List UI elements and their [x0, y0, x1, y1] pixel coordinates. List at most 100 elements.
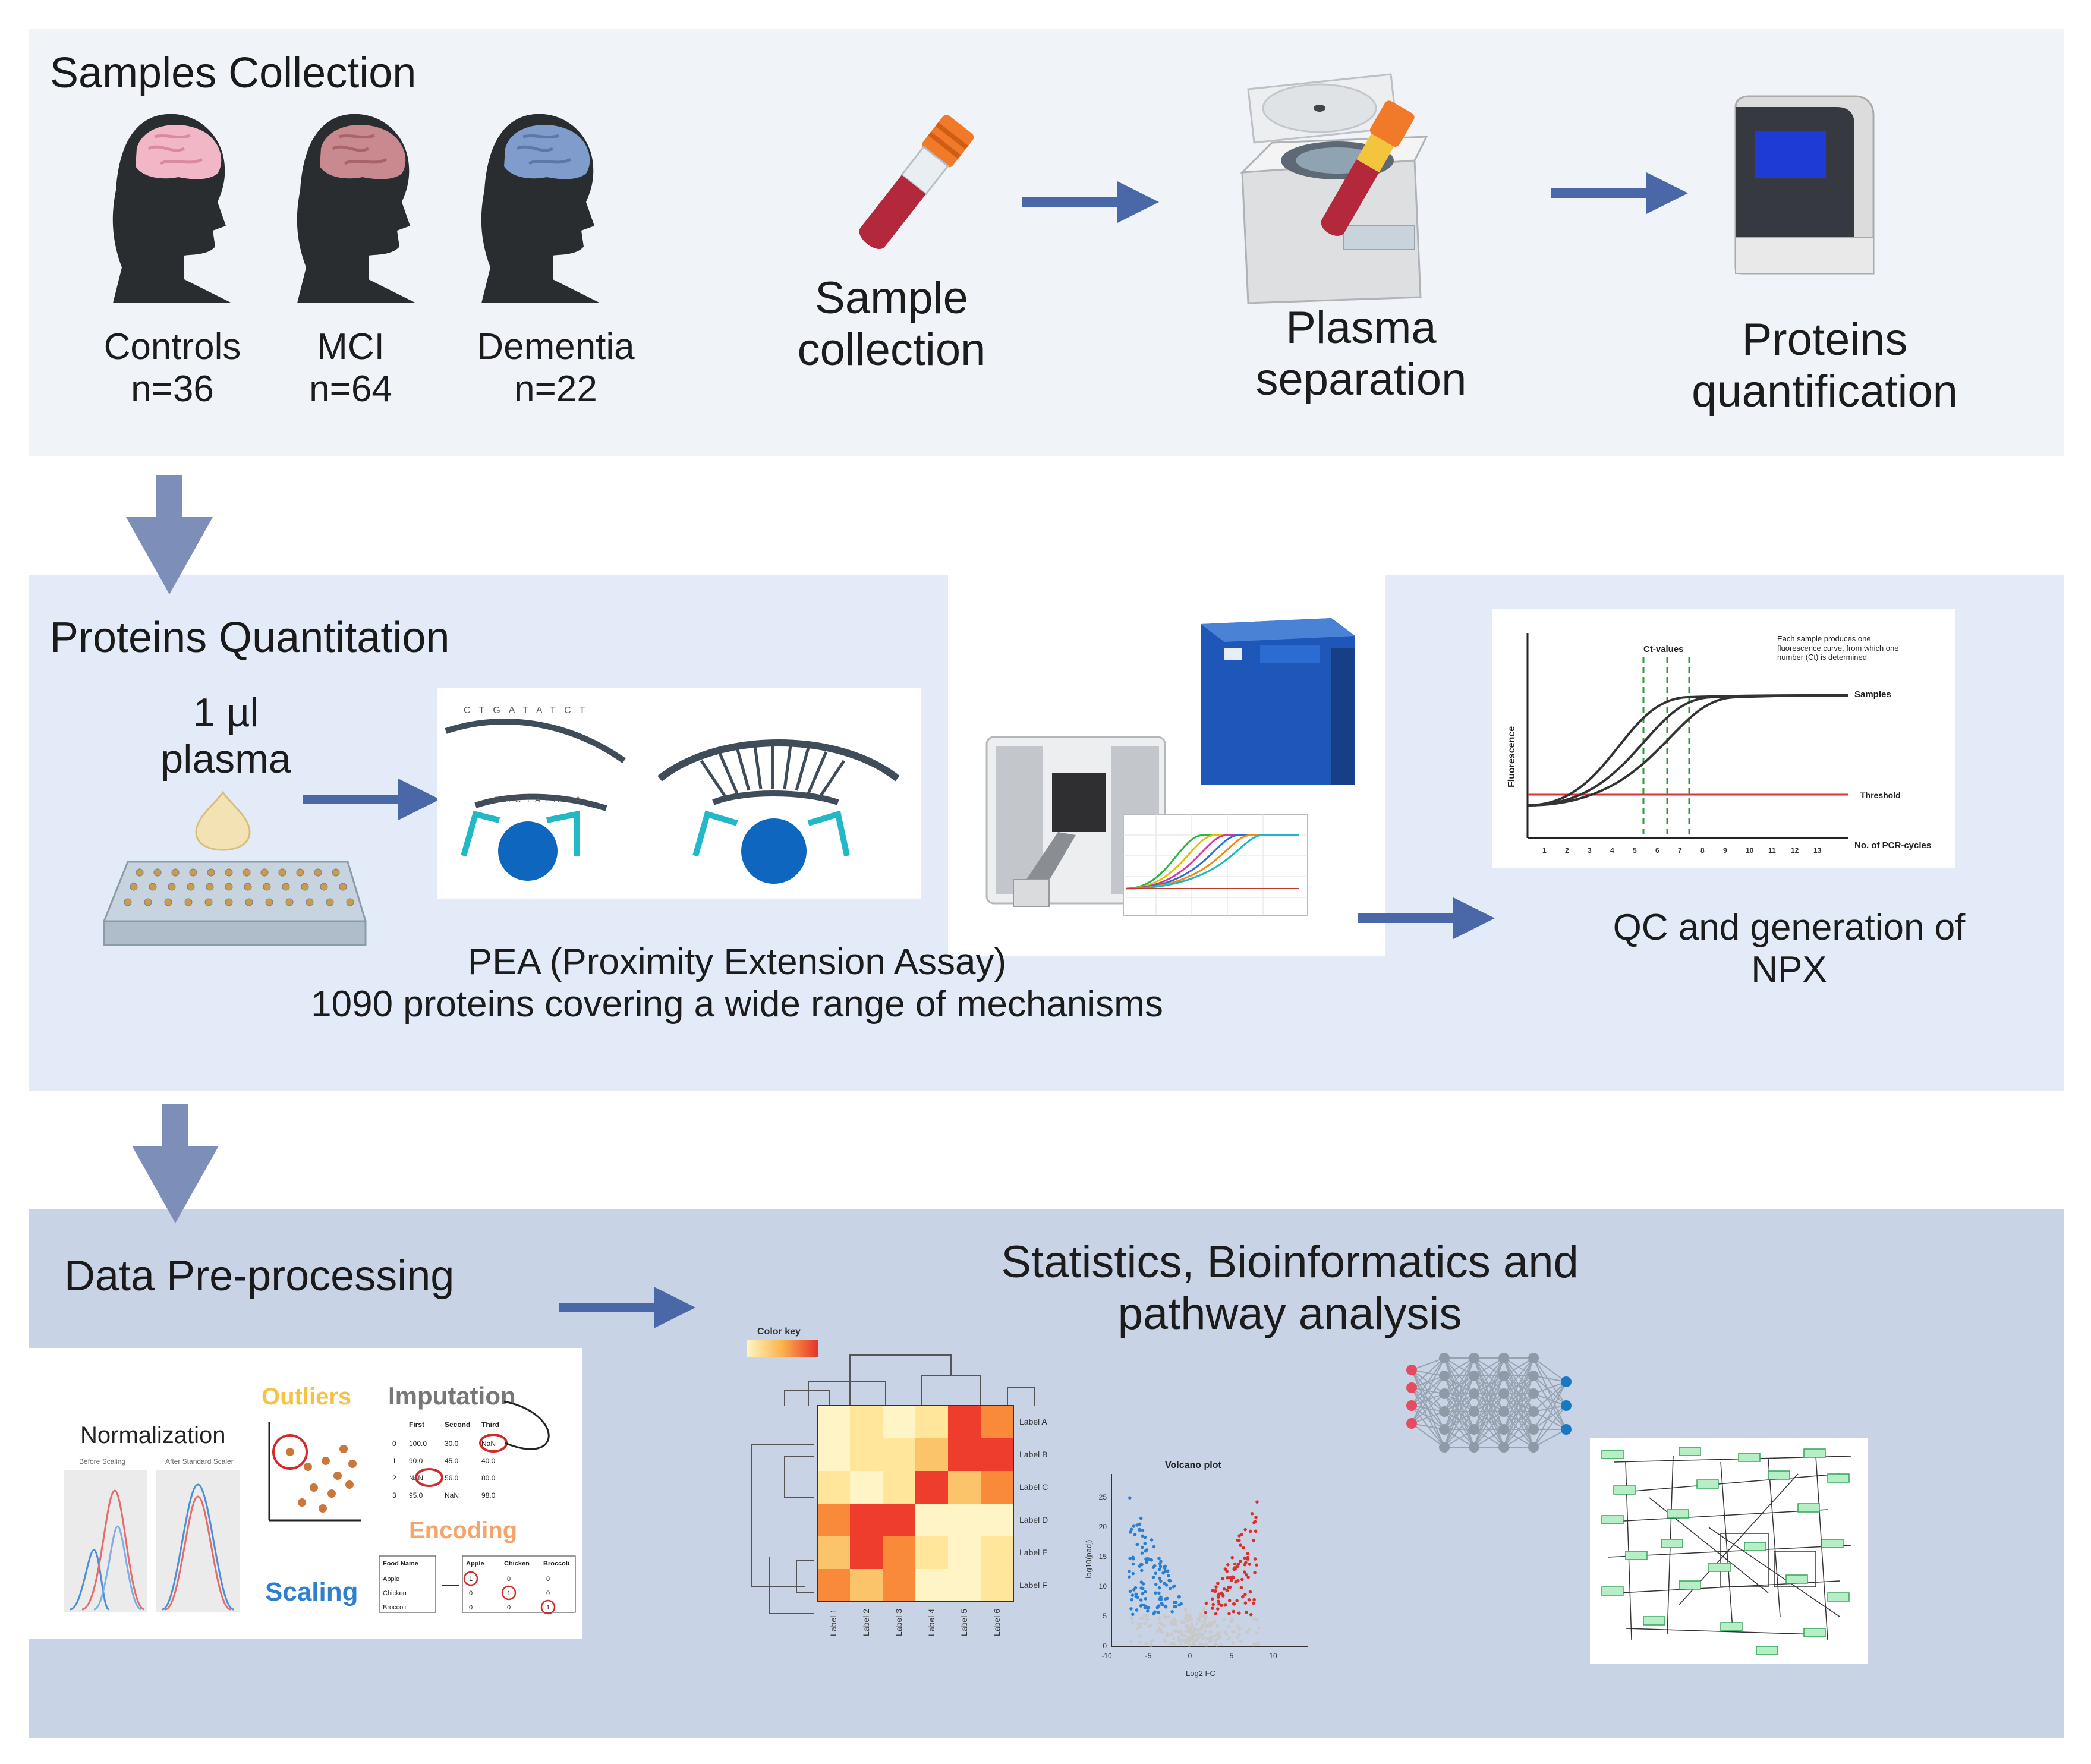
- nn-node: [1498, 1388, 1509, 1399]
- volcano-y-tick: 5: [1103, 1612, 1107, 1620]
- volcano-point: [1141, 1534, 1145, 1538]
- volcano-point: [1131, 1612, 1135, 1617]
- volcano-point: [1252, 1520, 1256, 1524]
- heatmap-cell: [883, 1471, 915, 1504]
- heatmap-cell: [981, 1569, 1013, 1602]
- ct-tick: 3: [1588, 846, 1592, 855]
- volcano-point: [1247, 1628, 1251, 1632]
- volcano-point: [1158, 1621, 1162, 1625]
- encoding-header: Apple: [466, 1560, 484, 1567]
- encoding-left-header: Food Name: [383, 1560, 418, 1567]
- nn-node: [1469, 1388, 1479, 1399]
- heatmap-cell: [817, 1536, 850, 1569]
- volcano-point: [1149, 1643, 1153, 1647]
- volcano-point: [1128, 1496, 1132, 1500]
- volcano-point: [1195, 1622, 1198, 1626]
- encoding-label: Encoding: [409, 1517, 517, 1544]
- nn-edge: [1411, 1423, 1445, 1448]
- nn-edge: [1473, 1357, 1504, 1430]
- nn-edge: [1411, 1375, 1445, 1424]
- encoding-header: Broccoli: [543, 1560, 569, 1567]
- volcano-point: [1165, 1596, 1169, 1601]
- volcano-point: [1194, 1634, 1198, 1637]
- volcano-point: [1153, 1610, 1157, 1614]
- volcano-point: [1215, 1643, 1219, 1647]
- nn-node: [1561, 1376, 1572, 1387]
- encoding-left-cell: Broccoli: [383, 1604, 406, 1611]
- volcano-point: [1172, 1637, 1176, 1640]
- volcano-point: [1154, 1582, 1158, 1586]
- volcano-point: [1236, 1624, 1240, 1628]
- step-sample-collection-label: Sample collection: [797, 273, 986, 376]
- volcano-point: [1232, 1602, 1236, 1606]
- volcano-point: [1190, 1626, 1193, 1630]
- volcano-point: [1145, 1617, 1149, 1621]
- volcano-point: [1130, 1617, 1133, 1620]
- heatmap-cell: [850, 1536, 883, 1569]
- heatmap-cell: [850, 1569, 883, 1602]
- plasma-volume-label: 1 µl plasma: [160, 690, 291, 782]
- nn-edge: [1473, 1393, 1504, 1448]
- nn-edge: [1411, 1423, 1445, 1430]
- volcano-point: [1142, 1614, 1147, 1618]
- ct-tick: 5: [1633, 846, 1637, 855]
- imputation-cell: NaN: [481, 1439, 496, 1448]
- volcano-point: [1201, 1633, 1205, 1636]
- down-arrow-1: [126, 475, 213, 594]
- nn-edge: [1503, 1357, 1534, 1448]
- volcano-point: [1211, 1589, 1215, 1593]
- ct-tick: 12: [1791, 846, 1799, 855]
- volcano-point: [1255, 1631, 1258, 1635]
- ct-samples-label: Samples: [1854, 689, 1891, 700]
- volcano-point: [1129, 1640, 1133, 1643]
- imputation-cell: 98.0: [481, 1491, 496, 1500]
- heatmap-cell: [915, 1438, 948, 1471]
- pathway-node: [1821, 1539, 1844, 1548]
- arrow-5: [559, 1287, 695, 1328]
- down-arrow-2: [132, 1104, 219, 1223]
- heatmap-col-label: Label 6: [992, 1609, 1002, 1636]
- volcano-point: [1163, 1615, 1167, 1619]
- nn-edge: [1473, 1357, 1504, 1376]
- amplification-curves-chart: [1123, 814, 1308, 916]
- volcano-point: [1257, 1626, 1261, 1630]
- qpcr-freezer-icon: [1201, 618, 1355, 785]
- volcano-point: [1228, 1585, 1232, 1589]
- volcano-point: [1135, 1608, 1139, 1612]
- volcano-point: [1205, 1643, 1208, 1647]
- nn-edge: [1533, 1381, 1567, 1412]
- volcano-point: [1155, 1630, 1160, 1633]
- before-scaling-label: Before Scaling: [79, 1457, 125, 1466]
- heatmap-cell: [948, 1438, 981, 1471]
- imputation-header: First: [409, 1420, 424, 1429]
- volcano-point: [1166, 1569, 1170, 1573]
- nn-edge: [1444, 1357, 1475, 1430]
- volcano-point: [1211, 1606, 1214, 1610]
- dna-seq-bottom: GACTATAGA: [493, 795, 585, 804]
- arrow-2: [1551, 172, 1688, 214]
- volcano-point: [1253, 1571, 1257, 1574]
- volcano-point: [1227, 1599, 1232, 1602]
- pea-description: PEA (Proximity Extension Assay) 1090 pro…: [226, 941, 1248, 1026]
- pathway-node: [1797, 1503, 1820, 1513]
- volcano-point: [1145, 1560, 1148, 1564]
- volcano-point: [1236, 1579, 1240, 1583]
- volcano-point: [1161, 1571, 1165, 1575]
- volcano-point: [1230, 1619, 1233, 1623]
- volcano-x-tick: 5: [1230, 1652, 1234, 1660]
- heatmap-cell: [948, 1569, 981, 1602]
- volcano-point: [1249, 1529, 1252, 1533]
- arrow-4: [1358, 897, 1495, 939]
- heatmap-row-label: Label E: [1019, 1548, 1047, 1557]
- volcano-point: [1190, 1618, 1193, 1621]
- volcano-point: [1166, 1631, 1170, 1636]
- volcano-point: [1239, 1544, 1242, 1547]
- nn-node: [1439, 1388, 1450, 1399]
- volcano-point: [1255, 1500, 1259, 1504]
- volcano-point: [1174, 1605, 1177, 1609]
- volcano-point: [1213, 1620, 1217, 1624]
- pathway-node: [1768, 1470, 1790, 1480]
- volcano-point: [1248, 1590, 1252, 1594]
